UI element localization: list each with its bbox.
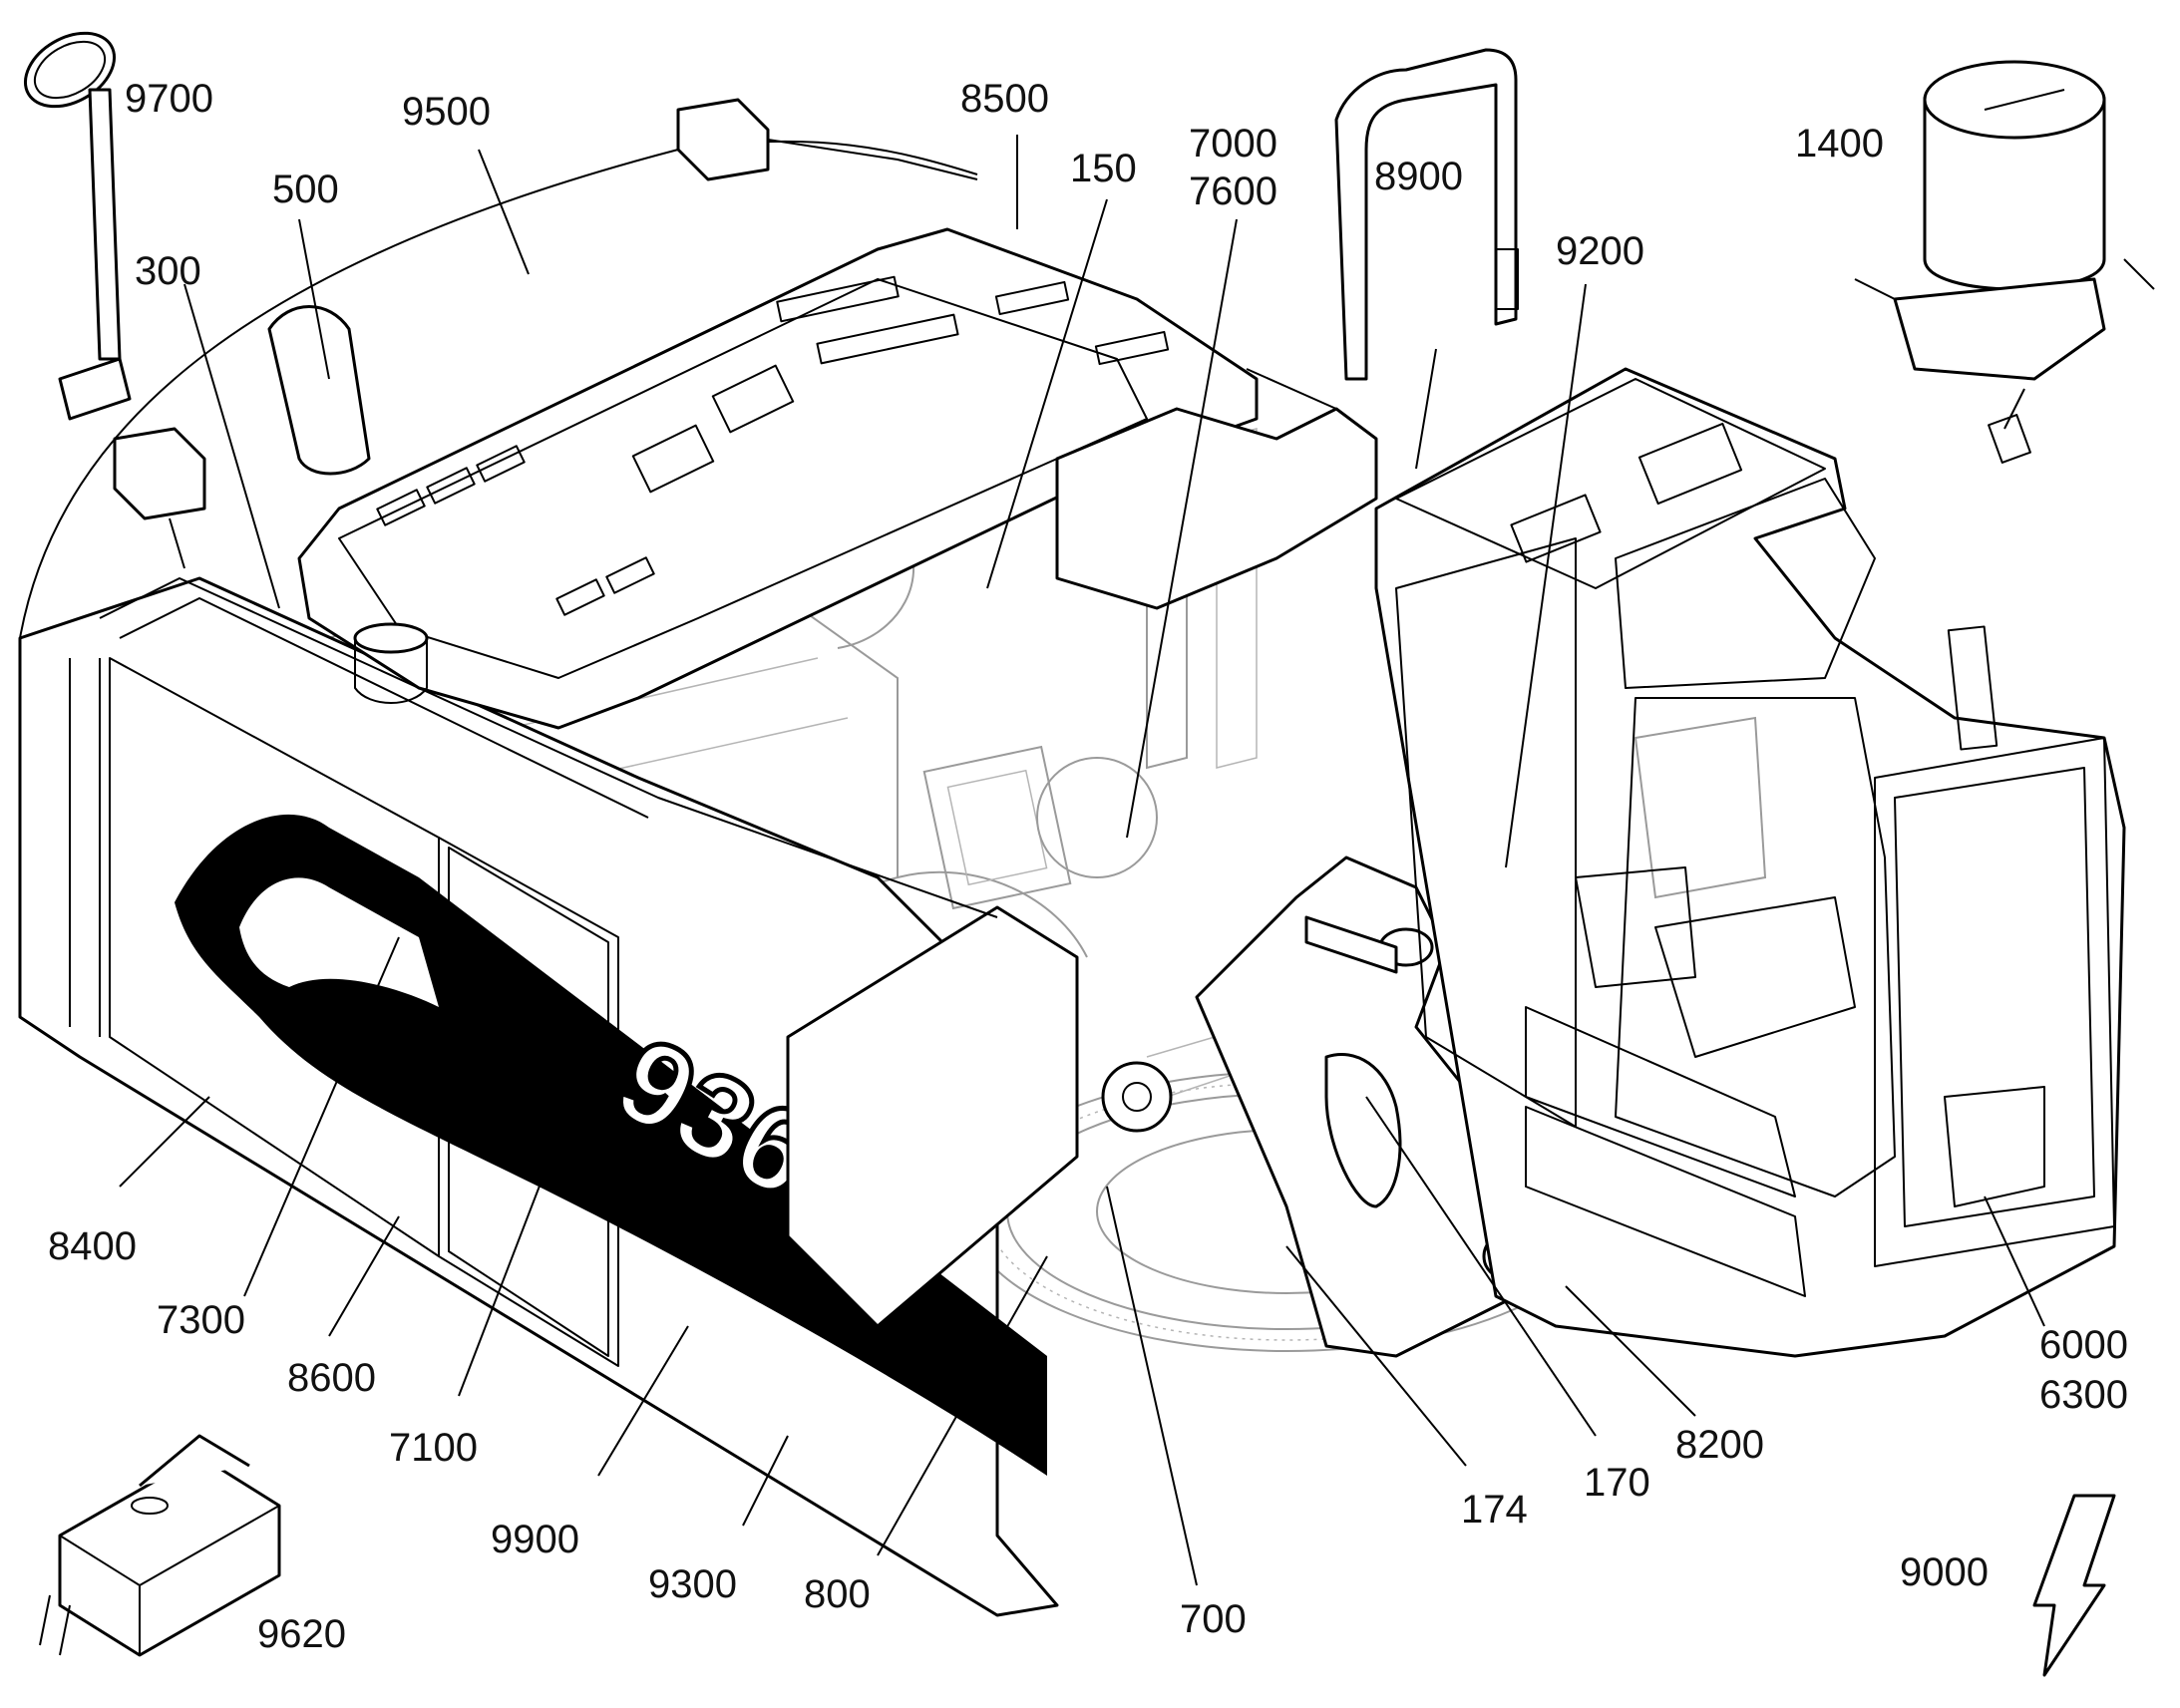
callout-6000: 6000 <box>2039 1323 2128 1367</box>
electrical-system-icon <box>2032 1494 2116 1677</box>
callout-174: 174 <box>1461 1488 1528 1532</box>
callout-1400: 1400 <box>1795 122 1884 166</box>
callout-9200: 9200 <box>1556 229 1644 273</box>
callout-8900: 8900 <box>1374 155 1463 198</box>
hood-louvres <box>376 275 1170 616</box>
callout-8600: 8600 <box>287 1356 376 1400</box>
callout-9620: 9620 <box>257 1612 346 1656</box>
callout-700: 700 <box>1180 1597 1247 1641</box>
callout-7100: 7100 <box>389 1426 478 1470</box>
callout-labels: 9700 9500 500 300 8500 150 7000 7600 890… <box>48 77 2128 1656</box>
operator-cab <box>1374 367 2126 1358</box>
callout-6300: 6300 <box>2039 1373 2128 1417</box>
callout-7000: 7000 <box>1189 122 1277 166</box>
engine-hood <box>297 227 1378 730</box>
callout-9500: 9500 <box>402 90 491 134</box>
toolbox <box>39 1434 281 1657</box>
electrical-box-top <box>676 98 978 181</box>
grease-pump <box>1854 60 2155 464</box>
callout-300: 300 <box>135 249 201 293</box>
callout-9900: 9900 <box>491 1518 579 1561</box>
handrail <box>1334 48 1519 381</box>
callout-7300: 7300 <box>157 1298 245 1342</box>
callout-7600: 7600 <box>1189 170 1277 213</box>
callout-9000: 9000 <box>1900 1550 1989 1594</box>
electrical-box-left <box>113 427 206 569</box>
callout-170: 170 <box>1584 1461 1650 1505</box>
callout-8200: 8200 <box>1675 1423 1764 1467</box>
callout-9300: 9300 <box>648 1562 737 1606</box>
leader-lines <box>119 135 2045 1586</box>
callout-8500: 8500 <box>960 77 1049 121</box>
callout-500: 500 <box>272 168 339 211</box>
callout-9700: 9700 <box>125 77 213 121</box>
boom-foot-frame <box>1101 855 1558 1358</box>
mirror-component <box>23 31 132 421</box>
callout-150: 150 <box>1070 147 1137 190</box>
exhaust-pipe <box>267 305 371 476</box>
callout-800: 800 <box>804 1572 871 1616</box>
callout-8400: 8400 <box>48 1224 137 1268</box>
upper-structure-housing: 936 <box>18 140 1079 1617</box>
